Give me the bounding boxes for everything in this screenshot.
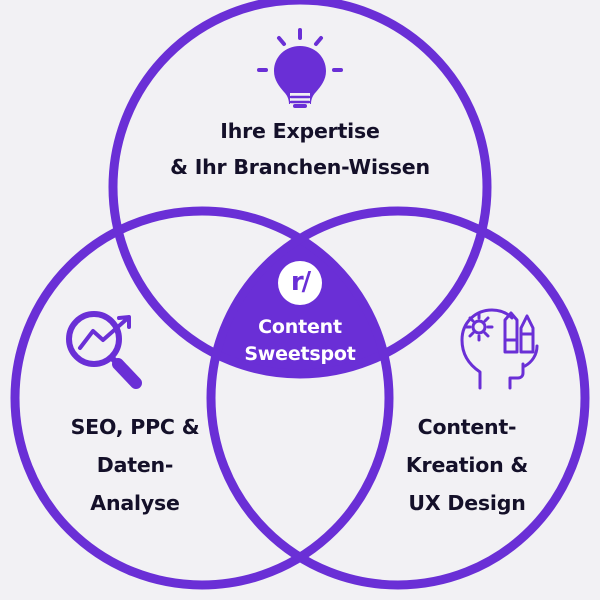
sweetspot-label-line1: Content (258, 316, 342, 338)
content-creation-label-line1: Content- (417, 415, 517, 439)
content-creation-label-line2: Kreation & (405, 453, 529, 477)
expertise-label: Ihre Expertise & Ihr Branchen-Wissen (140, 113, 460, 185)
circle-left (10, 206, 394, 590)
magnifier-chart-icon (66, 311, 142, 389)
expertise-label-line1: Ihre Expertise (220, 119, 380, 143)
content-creation-label: Content- Kreation & UX Design (362, 408, 572, 522)
seo-label-line1: SEO, PPC & (70, 415, 200, 439)
content-creation-label-line3: UX Design (408, 491, 526, 515)
expertise-label-line2: & Ihr Branchen-Wissen (170, 155, 430, 179)
circle-right (206, 206, 590, 590)
creative-head-icon (460, 308, 539, 390)
sweetspot-label-line2: Sweetspot (244, 343, 356, 365)
logo-badge (278, 261, 322, 305)
circle-top (108, 0, 492, 379)
sweetspot-label: Content Sweetspot (205, 314, 395, 368)
seo-label: SEO, PPC & Daten- Analyse (30, 408, 240, 522)
lightbulb-icon (257, 28, 343, 108)
logo-text: r/ (290, 267, 311, 297)
seo-label-line2: Daten- (96, 453, 174, 477)
seo-label-line3: Analyse (90, 491, 180, 515)
